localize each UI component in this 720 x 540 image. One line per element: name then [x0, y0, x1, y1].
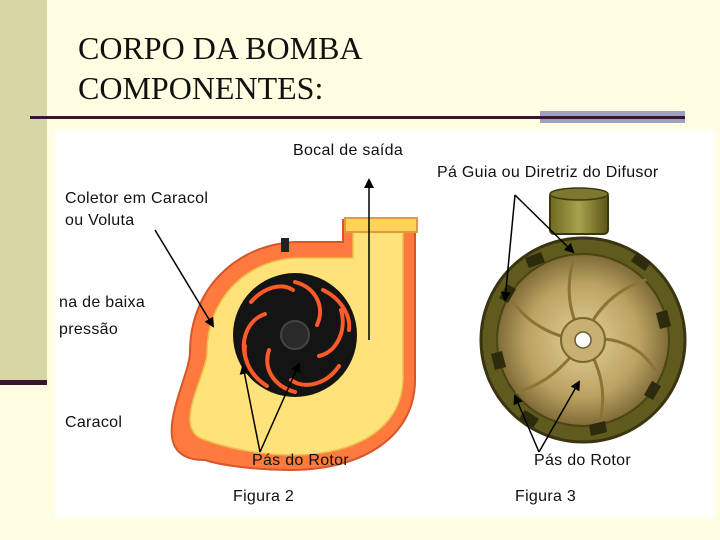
pump-figure-panel: Bocal de saída Pá Guia ou Diretriz do Di…	[55, 130, 715, 518]
left-accent-bar	[0, 0, 47, 385]
arrow-coletor	[155, 230, 213, 326]
diffuser-eye	[575, 332, 591, 348]
volute-pump-illustration	[172, 218, 417, 470]
left-accent-bar-edge	[0, 380, 47, 385]
label-figura-2: Figura 2	[233, 486, 294, 508]
casing-stud	[281, 238, 289, 252]
label-bocal-de-saida: Bocal de saída	[293, 140, 403, 162]
slide-title-line-1: CORPO DA BOMBA	[78, 28, 363, 68]
label-coletor-line-1: Coletor em Caracol	[65, 188, 208, 210]
label-pas-do-rotor-left: Pás do Rotor	[252, 450, 349, 472]
label-caracol: Caracol	[65, 412, 122, 434]
title-rule	[30, 116, 685, 119]
label-coletor-line-2: ou Voluta	[65, 210, 134, 232]
label-figura-3: Figura 3	[515, 486, 576, 508]
slide-title: CORPO DA BOMBA COMPONENTES:	[78, 28, 363, 108]
rotor-hub	[281, 321, 309, 349]
label-baixa-pressao-line-1: na de baixa	[59, 292, 145, 314]
label-baixa-pressao-line-2: pressão	[59, 319, 118, 341]
outlet-neck	[345, 218, 417, 232]
slide-title-line-2: COMPONENTES:	[78, 68, 363, 108]
label-pas-do-rotor-right: Pás do Rotor	[534, 450, 631, 472]
label-pa-guia: Pá Guia ou Diretriz do Difusor	[437, 162, 659, 184]
